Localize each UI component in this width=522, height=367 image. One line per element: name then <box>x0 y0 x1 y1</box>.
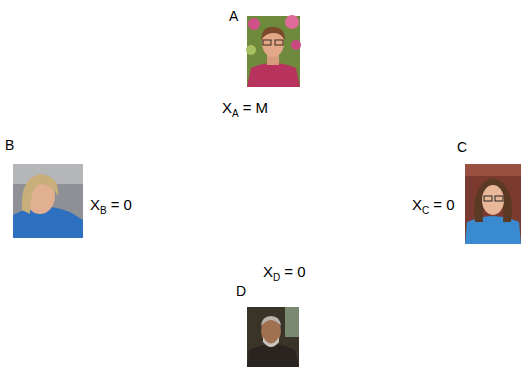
portrait-photo-part <box>247 63 300 87</box>
portrait-photo-part <box>247 16 300 87</box>
variable-value: = 0 <box>284 263 305 280</box>
portrait-photo-part <box>263 40 271 45</box>
person-letter: D <box>236 283 246 299</box>
variable-name: X <box>222 99 232 116</box>
portrait-photo-part <box>465 164 521 176</box>
portrait-node: A <box>247 16 300 87</box>
portrait-photo-part <box>484 196 492 201</box>
portrait-photo-part <box>291 40 301 50</box>
portrait-photo-part <box>261 316 281 326</box>
portrait-photo-part <box>247 307 299 367</box>
variable-value: = 0 <box>433 196 454 213</box>
portrait-photo-part <box>465 216 521 244</box>
variable-label: XC = 0 <box>412 196 455 220</box>
portrait-photo <box>246 15 301 87</box>
portrait-photo-part <box>13 164 83 238</box>
portrait-node: B <box>13 164 83 238</box>
portrait-photo-part <box>482 185 504 215</box>
portrait-node: C <box>465 164 521 244</box>
variable-name: X <box>263 263 273 280</box>
portrait-photo-part <box>474 178 512 222</box>
portrait-photo-part <box>246 45 256 55</box>
portrait-photo-part <box>285 307 299 337</box>
variable-label: XA = M <box>222 99 268 123</box>
portrait-photo-part <box>13 207 83 238</box>
portrait-photo-part <box>465 164 521 244</box>
variable-name: X <box>412 196 422 213</box>
variable-label: XD = 0 <box>263 263 306 287</box>
portrait-photo <box>465 164 521 244</box>
variable-subscript: D <box>273 272 280 283</box>
portrait-photo-part <box>261 27 285 40</box>
portrait-photo-part <box>247 344 299 367</box>
portrait-photo-part <box>495 196 503 201</box>
variable-value: = 0 <box>111 196 132 213</box>
person-letter: B <box>5 137 14 153</box>
variable-subscript: A <box>232 108 239 119</box>
person-letter: A <box>229 8 238 24</box>
variable-subscript: B <box>100 205 107 216</box>
variable-value: = M <box>243 99 268 116</box>
portrait-node: D <box>247 307 299 367</box>
person-letter: C <box>457 139 467 155</box>
portrait-photo <box>247 307 299 367</box>
portrait-photo <box>13 164 83 238</box>
portrait-photo-part <box>285 15 299 29</box>
portrait-photo-part <box>22 174 58 214</box>
portrait-photo-part <box>248 18 260 30</box>
portrait-photo-part <box>263 337 279 347</box>
variable-label: XB = 0 <box>90 196 132 220</box>
portrait-photo-part <box>275 40 283 45</box>
variable-subscript: C <box>422 205 429 216</box>
variable-name: X <box>90 196 100 213</box>
